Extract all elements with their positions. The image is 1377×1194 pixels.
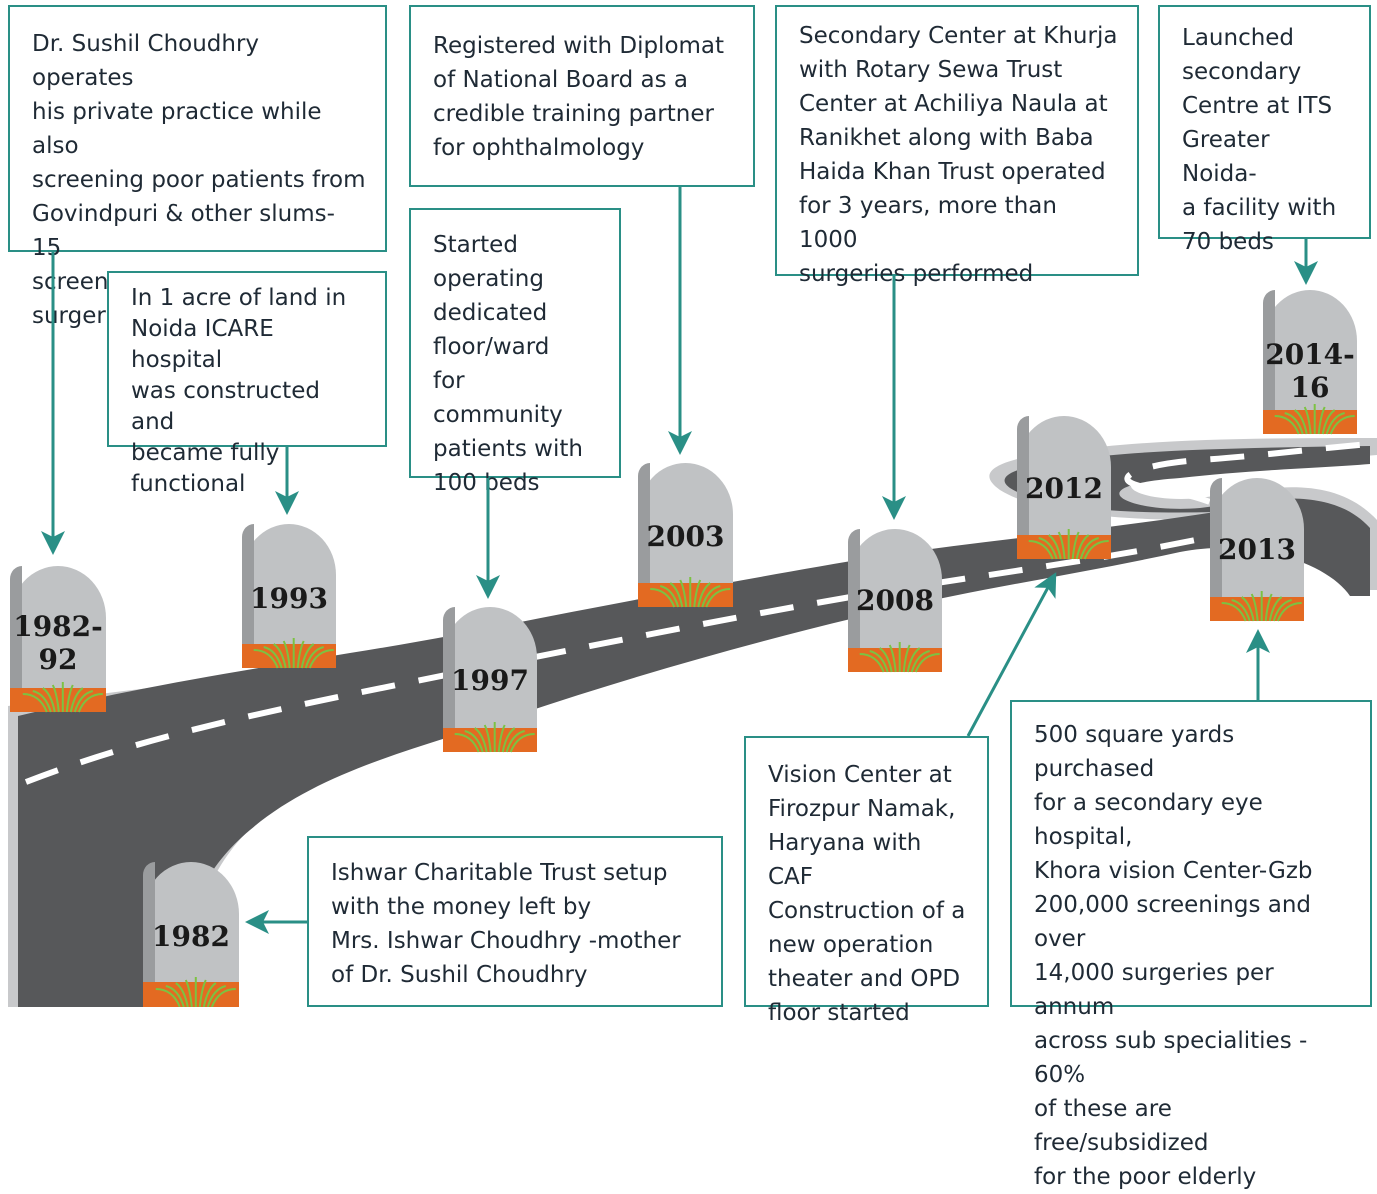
milestone-year: 2008	[856, 584, 934, 617]
milestone-year: 2014- 16	[1265, 338, 1355, 404]
road-center-line	[24, 441, 1371, 785]
milestone-box-1982-92: Dr. Sushil Choudhry operates his private…	[8, 5, 387, 329]
milestone-box-1982: Ishwar Charitable Trust setup with the m…	[307, 836, 723, 1007]
milestone-box-2014-16: Launched secondary Centre at ITS Greater…	[1158, 5, 1371, 255]
milestone-stone-1997: 1997	[443, 607, 537, 752]
milestone-box-2013: 500 square yards purchased for a seconda…	[1010, 700, 1372, 1190]
milestone-stone-2013: 2013	[1210, 478, 1304, 621]
milestone-year: 1982	[152, 920, 230, 953]
milestone-stone-2003: 2003	[638, 463, 733, 607]
milestone-box-2008: Secondary Center at Khurja with Rotary S…	[775, 5, 1139, 287]
milestone-stone-2008: 2008	[848, 529, 942, 672]
milestone-stone-1993: 1993	[242, 524, 336, 668]
milestone-stone-2014-16: 2014- 16	[1263, 290, 1357, 434]
milestone-box-1997: Started operating dedicated floor/ward f…	[409, 208, 621, 496]
milestone-box-1993: In 1 acre of land in Noida ICARE hospita…	[107, 271, 387, 497]
milestone-stone-1982: 1982	[143, 862, 239, 1007]
milestone-year: 1982- 92	[13, 610, 103, 676]
milestone-year: 1997	[451, 664, 529, 697]
milestone-year: 1993	[250, 582, 328, 615]
milestone-stone-2012: 2012	[1017, 416, 1111, 559]
milestone-stone-1982-92: 1982- 92	[10, 566, 106, 712]
milestone-year: 2012	[1025, 472, 1103, 505]
milestone-box-2012: Vision Center at Firozpur Namak, Haryana…	[744, 736, 989, 1026]
milestone-box-2003: Registered with Diplomat of National Boa…	[409, 5, 755, 187]
milestone-year: 2013	[1218, 533, 1296, 566]
milestone-year: 2003	[646, 520, 725, 553]
